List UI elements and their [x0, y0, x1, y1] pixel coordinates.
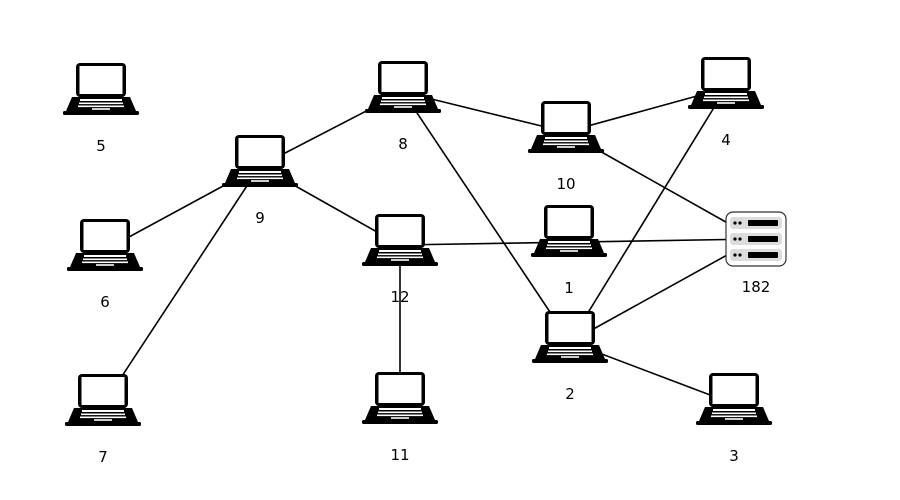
- node-7[interactable]: 7: [65, 374, 141, 466]
- edge-2-4: [569, 87, 727, 343]
- node-11[interactable]: 11: [362, 372, 438, 464]
- laptop-icon: [696, 373, 772, 425]
- node-label: 3: [729, 447, 739, 465]
- node-label: 10: [556, 175, 575, 193]
- laptop-icon: [532, 311, 608, 363]
- laptop-icon: [222, 135, 298, 187]
- edge-8-2: [402, 91, 571, 343]
- laptop-icon: [63, 63, 139, 115]
- node-5[interactable]: 5: [63, 63, 139, 155]
- node-label: 5: [96, 137, 106, 155]
- node-label: 182: [742, 278, 771, 296]
- laptop-icon: [362, 214, 438, 266]
- node-12[interactable]: 12: [362, 214, 438, 306]
- laptop-icon: [67, 219, 143, 271]
- laptop-icon: [528, 101, 604, 153]
- node-9[interactable]: 9: [222, 135, 298, 227]
- node-label: 2: [565, 385, 575, 403]
- node-4[interactable]: 4: [688, 57, 764, 149]
- node-6[interactable]: 6: [67, 219, 143, 311]
- node-182[interactable]: 182: [725, 211, 787, 296]
- node-label: 12: [390, 288, 409, 306]
- node-10[interactable]: 10: [528, 101, 604, 193]
- node-label: 8: [398, 135, 408, 153]
- node-label: 7: [98, 448, 108, 466]
- node-8[interactable]: 8: [365, 61, 441, 153]
- node-1[interactable]: 1: [531, 205, 607, 297]
- laptop-icon: [65, 374, 141, 426]
- edge-9-7: [102, 165, 261, 406]
- laptop-icon: [531, 205, 607, 257]
- node-3[interactable]: 3: [696, 373, 772, 465]
- node-label: 6: [100, 293, 110, 311]
- node-label: 1: [564, 279, 574, 297]
- laptop-icon: [365, 61, 441, 113]
- edge-2-182: [569, 238, 757, 343]
- node-2[interactable]: 2: [532, 311, 608, 403]
- server-icon: [725, 211, 787, 267]
- node-label: 4: [721, 131, 731, 149]
- edges-layer: [102, 87, 757, 406]
- node-label: 9: [255, 209, 265, 227]
- node-label: 11: [390, 446, 409, 464]
- laptop-icon: [688, 57, 764, 109]
- laptop-icon: [362, 372, 438, 424]
